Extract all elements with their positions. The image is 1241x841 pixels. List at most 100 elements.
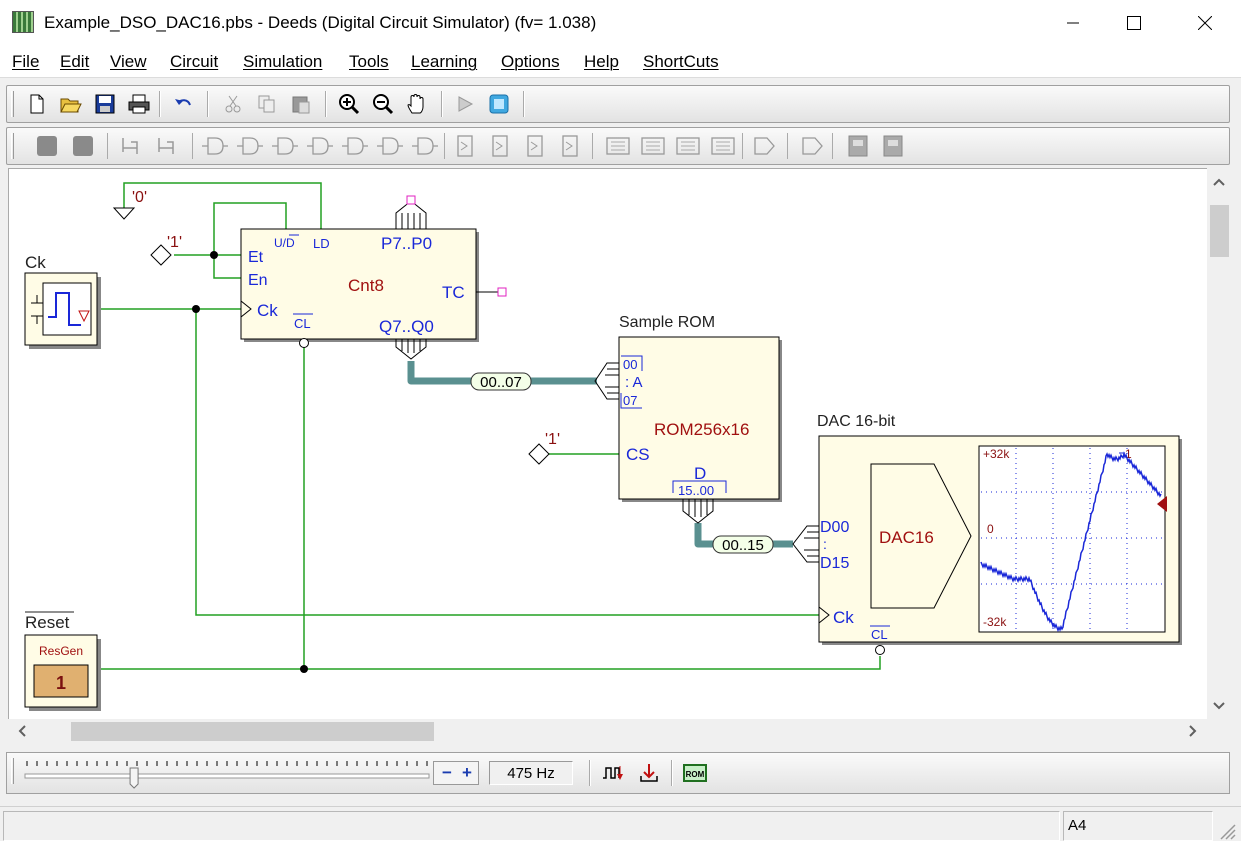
resize-grip-icon[interactable] xyxy=(1217,821,1237,841)
toolbar-separator xyxy=(592,133,593,159)
rom-editor-icon[interactable]: ROM xyxy=(681,760,709,786)
circuit-canvas[interactable]: 00..07 00..15 '0' '1' '1' Ck Reset ResGe… xyxy=(8,168,1207,719)
const-one-cs-symbol[interactable] xyxy=(528,443,550,465)
buffer-gate-icon[interactable] xyxy=(202,137,228,155)
component-library-icon[interactable] xyxy=(848,135,868,157)
menu-shortcuts[interactable]: ShortCuts xyxy=(643,52,719,71)
run-simulation-icon[interactable] xyxy=(451,91,479,117)
menu-circuit[interactable]: Circuit xyxy=(170,52,219,71)
counter-p-terminal[interactable] xyxy=(406,195,416,205)
xnor-gate-icon[interactable] xyxy=(412,137,438,155)
toolbar-separator xyxy=(787,133,788,159)
latch-icon[interactable] xyxy=(492,135,508,157)
dac-triangle-symbol xyxy=(870,463,972,609)
horizontal-scroll-thumb[interactable] xyxy=(71,722,434,741)
timing-diagram-icon[interactable] xyxy=(485,91,513,117)
horizontal-scrollbar[interactable] xyxy=(8,719,1207,744)
flip-flop-icon[interactable] xyxy=(457,135,473,157)
open-folder-icon[interactable] xyxy=(57,91,85,117)
clock-icon xyxy=(42,282,92,336)
dac-cl-pin: CL xyxy=(871,627,888,642)
nor-gate-icon[interactable] xyxy=(342,137,368,155)
toolbar-grip[interactable] xyxy=(11,758,14,784)
counter-en-pin: En xyxy=(248,272,268,289)
counter-cnt8[interactable] xyxy=(240,228,477,340)
close-button[interactable] xyxy=(1182,0,1228,46)
demux-icon[interactable] xyxy=(562,135,578,157)
component-palette xyxy=(37,133,903,159)
scroll-left-icon[interactable] xyxy=(18,725,26,737)
undo-icon[interactable] xyxy=(169,91,197,117)
cut-icon[interactable] xyxy=(219,91,247,117)
counter-icon[interactable] xyxy=(606,137,630,155)
rom-a-label: : A xyxy=(625,374,643,391)
toolbar-separator xyxy=(523,91,525,117)
menu-help[interactable]: Help xyxy=(584,52,619,71)
scroll-right-icon[interactable] xyxy=(1189,725,1197,737)
speed-slider[interactable] xyxy=(19,753,439,793)
menu-file[interactable]: File xyxy=(12,52,40,71)
or-gate-icon[interactable] xyxy=(307,137,333,155)
speed-decrease-button[interactable]: − xyxy=(442,763,452,782)
menu-learning[interactable]: Learning xyxy=(411,52,478,71)
minimize-icon xyxy=(1067,22,1079,24)
speed-slider-track[interactable] xyxy=(24,773,430,779)
xor-gate-icon[interactable] xyxy=(377,137,403,155)
counter-tc-terminal[interactable] xyxy=(497,287,507,297)
scroll-down-icon[interactable] xyxy=(1213,702,1225,710)
new-file-icon[interactable] xyxy=(23,91,51,117)
close-icon xyxy=(1198,16,1212,30)
zoom-in-icon[interactable] xyxy=(335,91,363,117)
const-zero-symbol[interactable] xyxy=(112,207,136,220)
zoom-out-icon[interactable] xyxy=(369,91,397,117)
scope-top-label: +32k xyxy=(983,447,1010,461)
wire-icon[interactable] xyxy=(122,138,138,154)
toolbar-separator xyxy=(832,133,833,159)
speed-increase-button[interactable]: + xyxy=(462,763,472,782)
print-icon[interactable] xyxy=(125,91,153,117)
lcd-icon[interactable] xyxy=(883,135,903,157)
scope-waveform xyxy=(980,451,1162,633)
menu-tools[interactable]: Tools xyxy=(349,52,389,71)
menu-simulation[interactable]: Simulation xyxy=(243,52,323,71)
junction-dot xyxy=(300,665,308,673)
memory-icon[interactable] xyxy=(711,137,735,155)
mux-icon[interactable] xyxy=(527,135,543,157)
input-component-icon[interactable] xyxy=(37,136,57,156)
step-download-icon[interactable] xyxy=(635,760,663,786)
connector-icon[interactable] xyxy=(158,138,174,154)
pan-hand-icon[interactable] xyxy=(403,91,431,117)
register-icon[interactable] xyxy=(641,137,665,155)
save-icon[interactable] xyxy=(91,91,119,117)
block-icon[interactable] xyxy=(802,137,823,155)
dac-name: DAC16 xyxy=(879,528,934,547)
toolbar-grip[interactable] xyxy=(11,133,14,159)
vertical-scroll-thumb[interactable] xyxy=(1210,205,1229,257)
menu-view[interactable]: View xyxy=(110,52,147,71)
scroll-up-icon[interactable] xyxy=(1213,178,1225,186)
rom-cs-pin: CS xyxy=(626,445,650,464)
const-one-symbol[interactable] xyxy=(150,244,172,266)
counter-q-pins: Q7..Q0 xyxy=(379,317,434,336)
copy-icon[interactable] xyxy=(253,91,281,117)
menu-edit[interactable]: Edit xyxy=(60,52,90,71)
dac-d-colon: : xyxy=(823,536,827,552)
rom-256x16[interactable] xyxy=(618,336,780,500)
output-component-icon[interactable] xyxy=(73,136,93,156)
fsm-icon[interactable] xyxy=(676,137,700,155)
maximize-button[interactable] xyxy=(1111,0,1157,46)
maximize-icon xyxy=(1127,16,1141,30)
and-gate-icon[interactable] xyxy=(237,137,263,155)
nand-gate-icon[interactable] xyxy=(272,137,298,155)
comparator-icon[interactable] xyxy=(754,137,775,155)
rom-title: Sample ROM xyxy=(619,314,715,331)
toolbar-grip[interactable] xyxy=(11,91,14,117)
reset-button[interactable] xyxy=(33,664,89,698)
minimize-button[interactable] xyxy=(1050,0,1096,46)
vertical-scrollbar[interactable] xyxy=(1207,168,1232,719)
speed-slider-thumb[interactable] xyxy=(129,767,139,789)
paste-icon[interactable] xyxy=(287,91,315,117)
clock-pulse-icon[interactable] xyxy=(599,760,627,786)
menu-options[interactable]: Options xyxy=(501,52,560,71)
wire-one-to-en xyxy=(213,255,241,279)
